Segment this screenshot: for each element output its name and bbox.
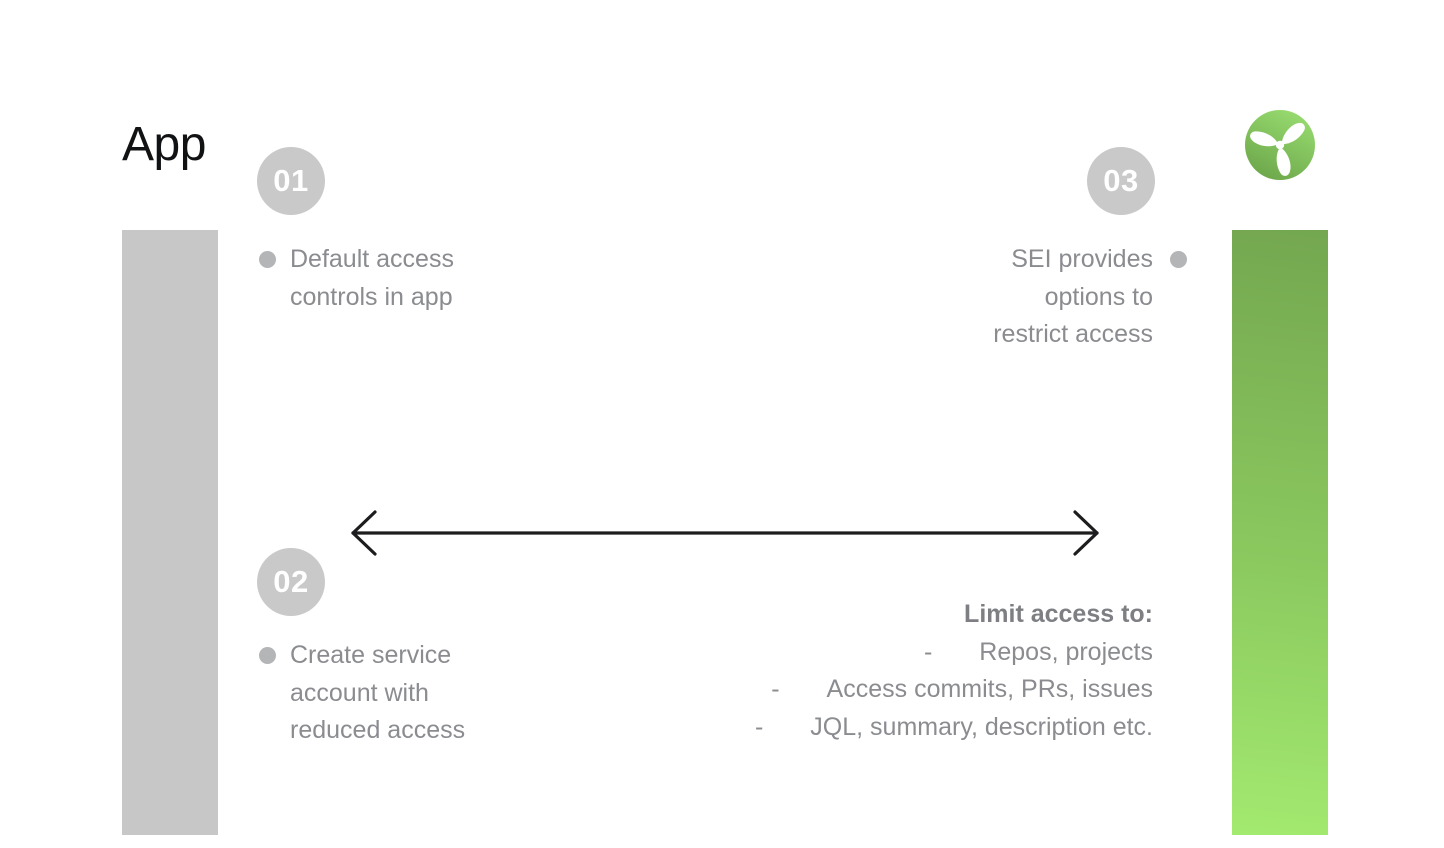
step-text-line: controls in app	[290, 282, 453, 311]
step-item-sei-restrict: SEI provides options to restrict access	[993, 241, 1187, 354]
step-text-line: options to	[1044, 282, 1153, 311]
step-badge-03: 03	[1087, 147, 1155, 215]
step-badge-01: 01	[257, 147, 325, 215]
limit-access-item: - Repos, projects	[755, 634, 1153, 672]
step-text-line: SEI provides	[1011, 245, 1153, 273]
step-text-line: reduced access	[290, 716, 466, 744]
limit-access-item: - Access commits, PRs, issues	[755, 671, 1153, 709]
bullet-dot-icon	[259, 251, 276, 268]
limit-access-block: Limit access to: - Repos, projects - Acc…	[755, 596, 1153, 746]
step-item-service-account: Create service account with reduced acce…	[259, 637, 465, 750]
step-text: Default access controls in app	[290, 241, 454, 316]
list-dash: -	[754, 712, 764, 741]
limit-access-item-text: JQL, summary, description etc.	[810, 712, 1153, 741]
step-text: SEI provides options to restrict access	[993, 241, 1153, 354]
list-dash: -	[771, 675, 780, 703]
step-text-line: Default access	[290, 245, 454, 273]
limit-access-item-text: Access commits, PRs, issues	[826, 675, 1153, 703]
sei-column-bar	[1232, 230, 1328, 835]
step-text-line: Create service	[290, 641, 452, 669]
limit-access-item-text: Repos, projects	[979, 637, 1153, 666]
list-dash: -	[923, 637, 933, 666]
limit-access-heading: Limit access to:	[964, 600, 1153, 628]
bullet-dot-icon	[259, 647, 276, 664]
propeller-logo-icon	[1245, 110, 1315, 180]
page-title: App	[122, 118, 206, 171]
step-text-line: account with	[290, 678, 429, 707]
bullet-dot-icon	[1170, 251, 1187, 268]
double-headed-arrow-svg	[351, 510, 1099, 556]
limit-access-item: - JQL, summary, description etc.	[755, 709, 1153, 747]
step-badge-02: 02	[257, 548, 325, 616]
step-text-line: restrict access	[993, 320, 1153, 348]
app-column-bar	[122, 230, 218, 835]
double-headed-arrow	[340, 503, 1110, 568]
step-text: Create service account with reduced acce…	[290, 637, 465, 750]
step-item-default-access: Default access controls in app	[259, 241, 454, 316]
propeller-logo-svg	[1245, 110, 1315, 180]
